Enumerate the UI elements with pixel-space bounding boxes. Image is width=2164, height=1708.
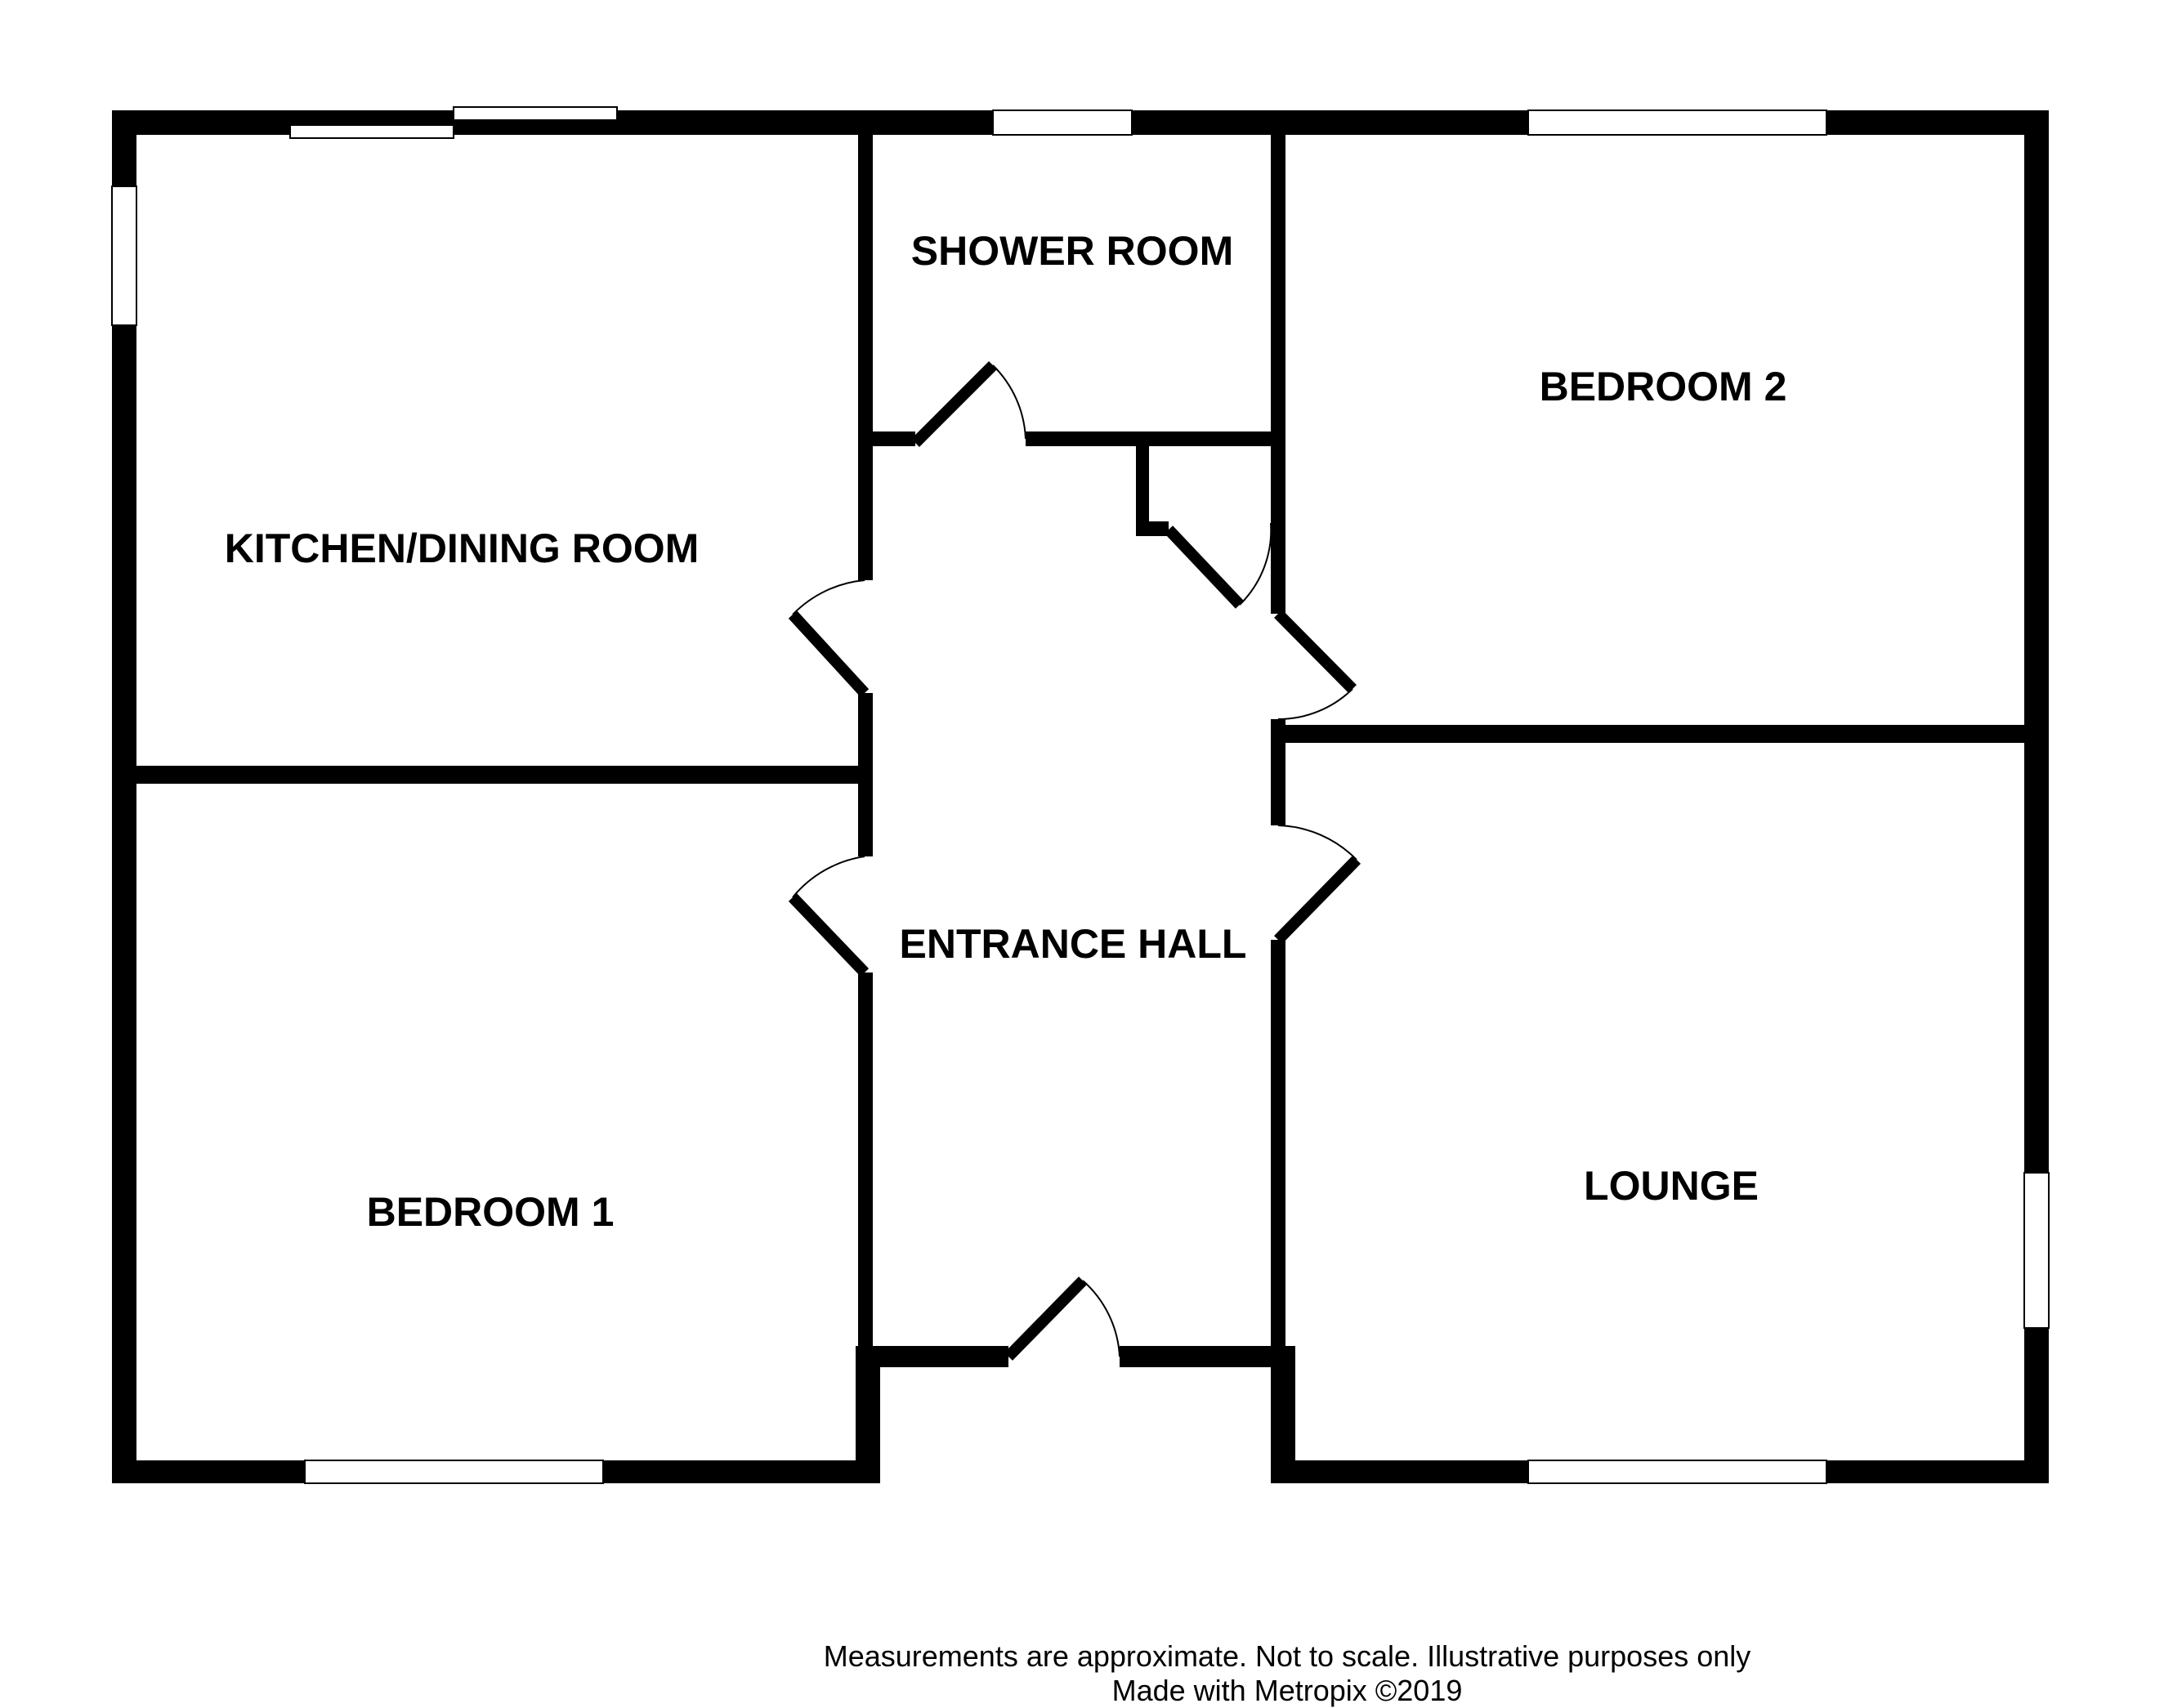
room-label-bedroom2: BEDROOM 2: [1540, 364, 1787, 409]
window-kitchen-slider-2: [453, 106, 618, 121]
wall-shower-bottom-2: [1026, 431, 1271, 446]
wall-hall-right-3: [1271, 940, 1285, 1346]
wall-cupboard-stub: [1136, 521, 1169, 536]
door-kitchen-leaf: [788, 610, 870, 697]
wall-cupboard-vertical: [1136, 446, 1149, 536]
window-lounge-bottom: [1527, 1460, 1827, 1484]
wall-kitchen-bedroom1: [136, 766, 858, 784]
door-cupboard-leaf: [1164, 525, 1245, 609]
door-bedroom1-swing: [792, 856, 865, 898]
windows: [111, 106, 2050, 1484]
wall-shower-bottom-1: [873, 431, 915, 446]
wall-porch-left: [856, 1346, 880, 1483]
door-shower-swing: [992, 364, 1026, 440]
wall-hall-right-1: [1271, 135, 1285, 614]
room-label-kitchen: KITCHEN/DINING ROOM: [225, 525, 700, 571]
room-label-lounge: LOUNGE: [1584, 1163, 1759, 1209]
wall-bedroom2-lounge: [1285, 725, 2024, 743]
window-bedroom2: [1527, 110, 1827, 136]
wall-hall-right-2: [1271, 719, 1285, 825]
window-bedroom1: [304, 1460, 604, 1484]
room-labels: KITCHEN/DINING ROOM SHOWER ROOM BEDROOM …: [225, 228, 1787, 1235]
wall-hall-left-3: [858, 972, 873, 1357]
footer-disclaimer: Measurements are approximate. Not to sca…: [823, 1639, 1751, 1673]
window-kitchen-left: [111, 186, 137, 326]
wall-hall-left-1: [858, 135, 873, 580]
door-entrance-leaf: [1004, 1277, 1088, 1361]
door-bedroom1-leaf: [788, 893, 870, 977]
wall-entrance-right: [1120, 1346, 1271, 1367]
door-entrance-swing: [1082, 1280, 1120, 1357]
window-lounge-right: [2023, 1172, 2050, 1329]
room-label-bedroom1: BEDROOM 1: [367, 1189, 615, 1235]
room-label-shower: SHOWER ROOM: [911, 228, 1233, 274]
wall-left: [112, 110, 136, 1483]
footer-credit: Made with Metropix ©2019: [1111, 1674, 1463, 1707]
wall-hall-left-2: [858, 693, 873, 856]
door-shower-leaf: [911, 361, 997, 447]
doors: [788, 361, 1361, 1361]
door-lounge-leaf: [1273, 856, 1361, 944]
door-bedroom2-swing: [1277, 688, 1353, 721]
door-lounge-swing: [1277, 825, 1357, 861]
walls: [112, 110, 2049, 1483]
door-bedroom2-leaf: [1274, 610, 1357, 693]
room-label-entrance: ENTRANCE HALL: [900, 921, 1247, 967]
door-kitchen-swing: [792, 579, 865, 615]
door-cupboard-swing: [1239, 522, 1272, 606]
window-shower: [992, 110, 1133, 136]
wall-entrance-left: [873, 1346, 1008, 1367]
window-kitchen-slider-1: [289, 124, 454, 139]
wall-porch-right: [1271, 1346, 1295, 1483]
